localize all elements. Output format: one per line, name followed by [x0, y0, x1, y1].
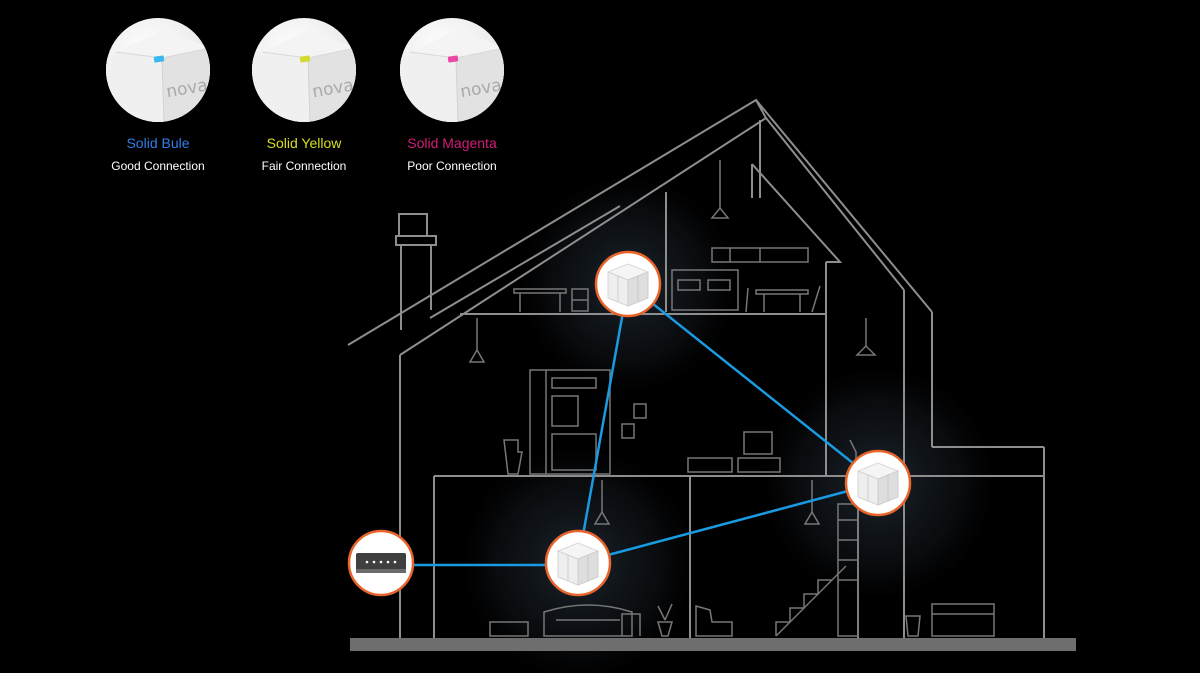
legend-color-label: Solid Magenta: [407, 135, 497, 151]
pendant-lamp-icon: [468, 318, 486, 363]
ground-strip: [350, 638, 1076, 651]
main-roof: [347, 98, 768, 356]
coverage-glows: [460, 174, 996, 673]
mesh-node-icon: [606, 263, 650, 307]
mesh-node-right: [844, 449, 912, 517]
bed-icon: [671, 269, 739, 311]
legend-color-label: Solid Bule: [126, 135, 190, 151]
legend-item-good: nova Solid Bule Good Connection: [98, 18, 218, 174]
legend-color-label: Solid Yellow: [266, 135, 342, 151]
staircase-icon: [775, 503, 859, 637]
nova-cube-icon: nova: [400, 30, 504, 122]
chimney-cap: [395, 235, 437, 246]
toilet-icon: [503, 439, 523, 475]
legend-item-poor: nova Solid Magenta Poor Connection: [392, 18, 512, 174]
chimney: [398, 213, 428, 237]
mesh-node-bottom: [544, 529, 612, 597]
nova-node-blue-led-icon: nova: [106, 18, 210, 122]
drawer-icon: [571, 288, 589, 312]
tv-stand-icon: [489, 621, 529, 637]
nova-node-magenta-led-icon: nova: [400, 18, 504, 122]
legend-status-label: Poor Connection: [407, 159, 497, 173]
cabinet-icon: [687, 457, 733, 473]
pendant-lamp-icon: [710, 160, 730, 219]
plant-icon: [657, 603, 673, 637]
house-outline: [347, 98, 1045, 640]
tv-icon: [737, 431, 781, 473]
pendant-lamp-icon: [855, 318, 877, 356]
armchair-icon: [695, 605, 733, 637]
shelf-icon: [711, 247, 809, 263]
pendant-lamp-icon: [803, 480, 821, 525]
armchair-icon: [621, 613, 641, 636]
nova-cube-icon: nova: [252, 30, 356, 122]
modem-node: [347, 529, 415, 597]
desk-icon: [931, 603, 995, 637]
dining-set-icon: [745, 285, 821, 313]
nova-node-yellow-led-icon: nova: [252, 18, 356, 122]
frame-icon: [621, 423, 635, 439]
kitchen-cabinet-icon: [529, 369, 611, 475]
link-top-to-bottom: [576, 283, 630, 564]
mesh-node-icon: [556, 542, 600, 586]
desk-icon: [513, 288, 567, 312]
sofa-icon: [543, 604, 633, 637]
legend-status-label: Good Connection: [111, 159, 205, 173]
mesh-node-top: [594, 250, 662, 318]
nova-cube-icon: nova: [106, 30, 210, 122]
legend-item-fair: nova Solid Yellow Fair Connection: [244, 18, 364, 174]
link-top-to-right: [627, 283, 879, 484]
pendant-lamp-icon: [593, 480, 611, 525]
frame-icon: [633, 403, 647, 419]
furniture: [468, 160, 995, 637]
legend-status-label: Fair Connection: [261, 159, 347, 173]
modem-icon: [356, 553, 406, 573]
link-bottom-to-right: [577, 481, 879, 565]
stool-icon: [905, 615, 921, 637]
mesh-node-icon: [856, 462, 900, 506]
